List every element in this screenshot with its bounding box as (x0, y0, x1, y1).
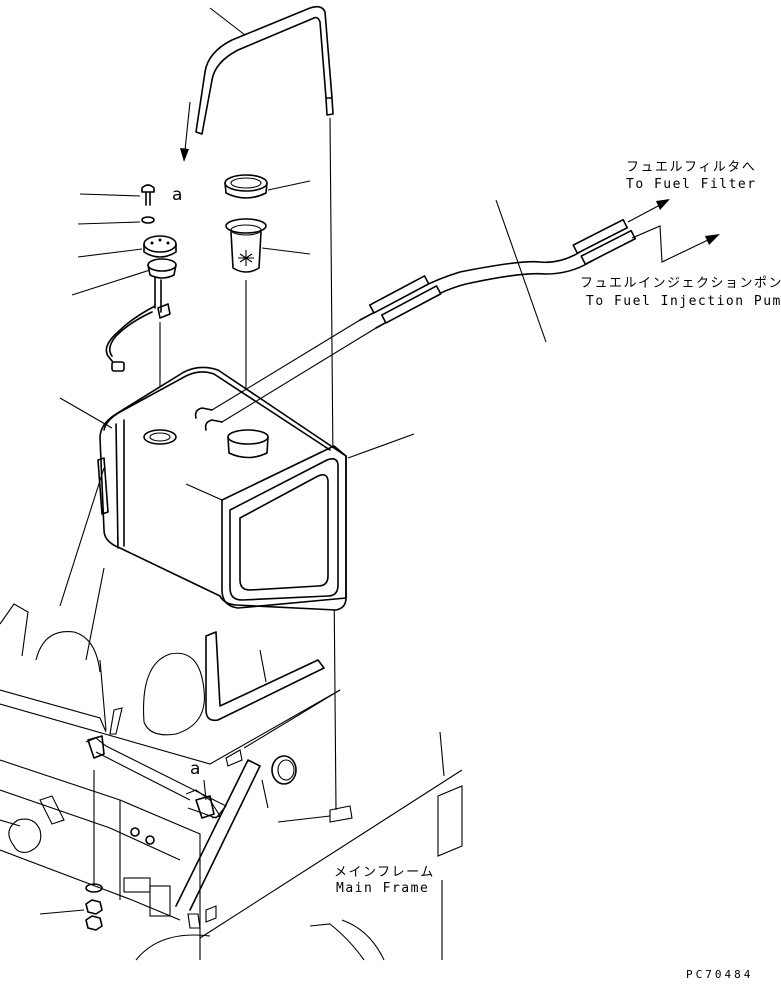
fuel-tank (59, 366, 415, 611)
tank-strap (195, 5, 334, 135)
ref-a-top: a (172, 185, 182, 205)
sender-washer (77, 216, 155, 225)
drawing-code: PC70484 (686, 968, 753, 981)
label-main-frame-jp: メインフレーム (334, 865, 435, 880)
arrow-to-injection-pump (631, 225, 720, 263)
filler-cap (224, 174, 311, 199)
label-injection-pump-jp: フュエルインジェクションポンプへ (580, 276, 781, 291)
strap-direction-arrow (180, 101, 191, 162)
label-fuel-filter-jp: フュエルフィルタへ (626, 160, 756, 175)
label-fuel-filter-en: To Fuel Filter (626, 177, 757, 192)
label-injection-pump-en: To Fuel Injection Pump (586, 294, 781, 309)
label-main-frame-en: Main Frame (336, 881, 429, 896)
tank-bottom-strap (205, 631, 325, 722)
main-frame-structure (0, 467, 463, 961)
fuel-level-sender (71, 258, 177, 372)
arrow-to-fuel-filter (627, 199, 670, 223)
ref-a-bottom: a (190, 759, 200, 779)
fuel-strainer (225, 218, 311, 273)
ref-label-a-top: a (172, 185, 182, 205)
mount-washer (85, 883, 103, 893)
fuel-hose-assembly (211, 199, 637, 423)
sender-cap (77, 235, 177, 258)
mount-nuts (39, 899, 103, 931)
sender-bolt (79, 184, 155, 206)
